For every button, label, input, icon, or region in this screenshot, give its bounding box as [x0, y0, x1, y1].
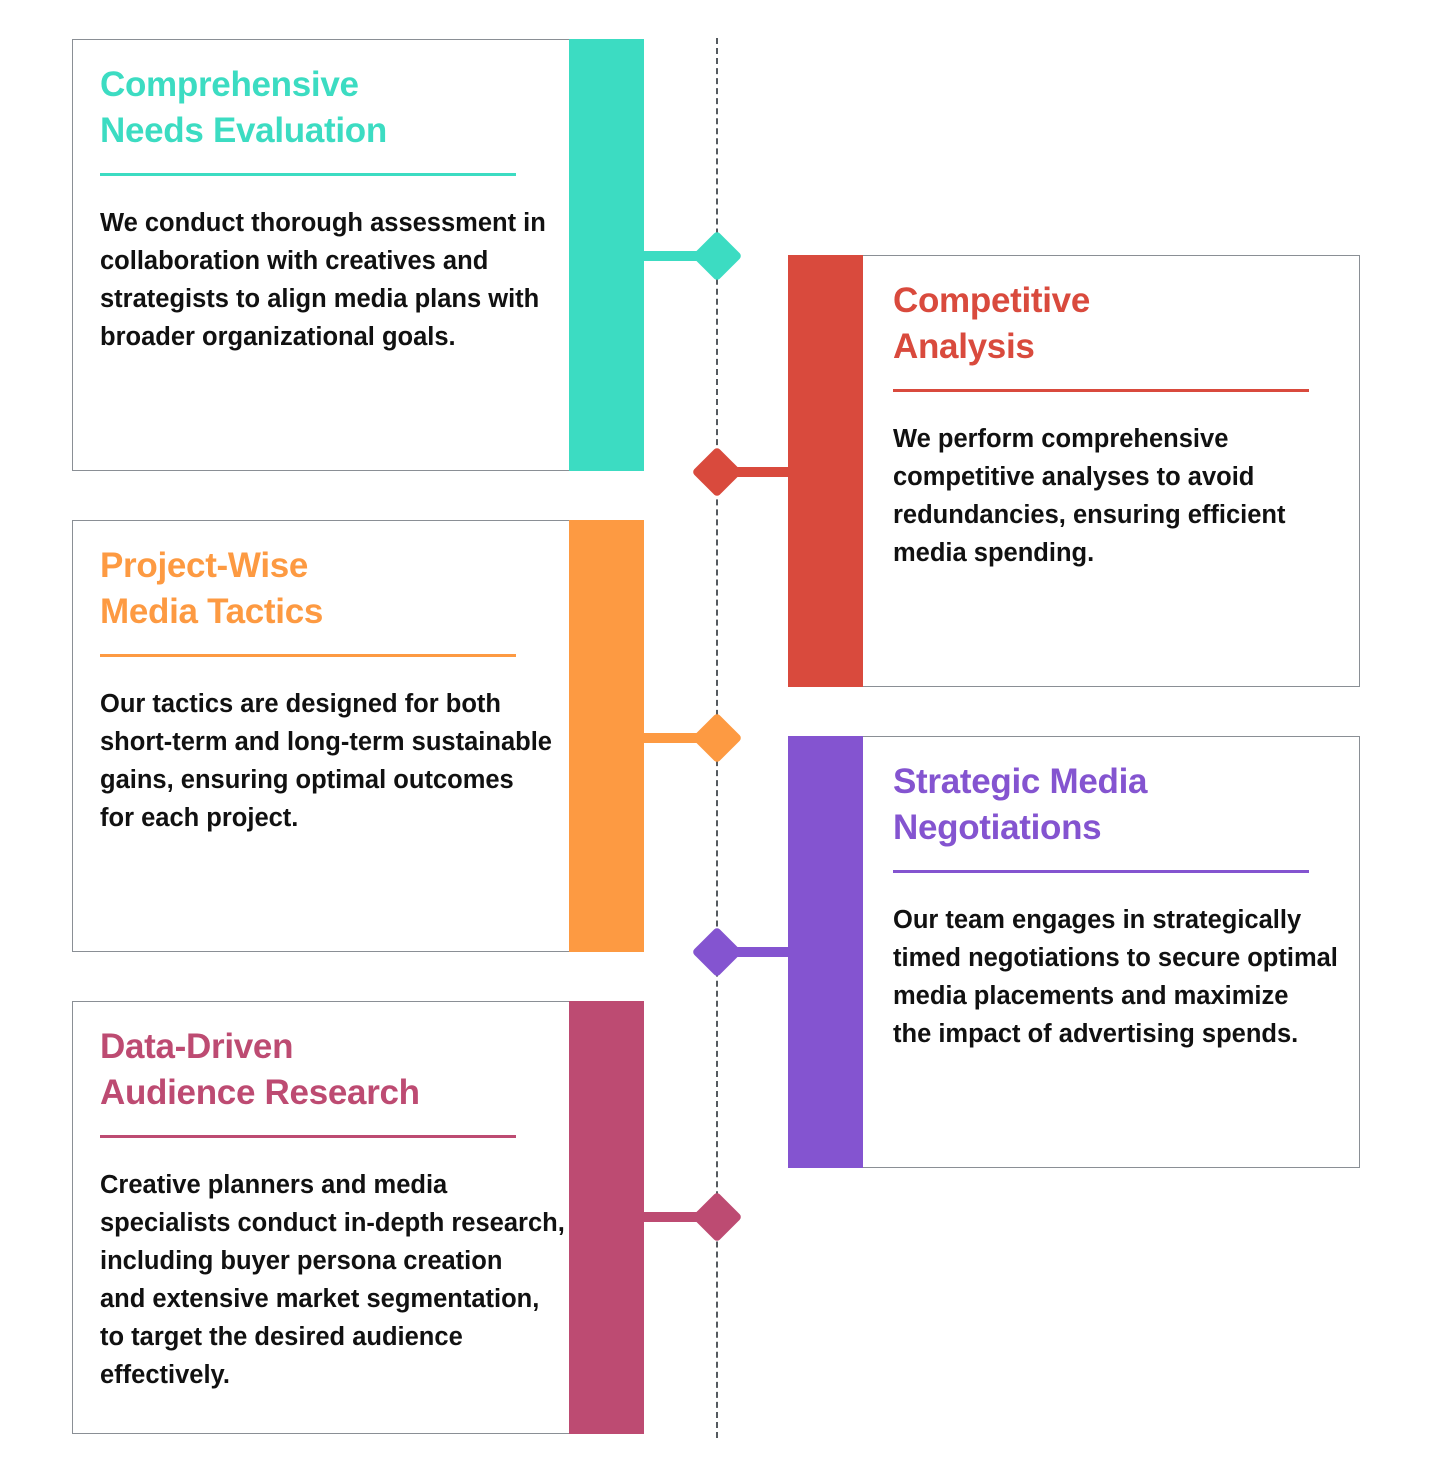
- step-card-competitive-analysis: Competitive Analysis We perform comprehe…: [788, 255, 1360, 687]
- timeline-marker-diamond: [691, 712, 743, 764]
- card-accent-bar: [788, 736, 863, 1168]
- title-divider: [100, 654, 516, 657]
- step-description: We conduct thorough assessment in collab…: [100, 209, 546, 351]
- card-accent-bar: [569, 520, 644, 952]
- step-description: Our tactics are designed for both short-…: [100, 690, 552, 832]
- step-description: We perform comprehensive competitive ana…: [893, 425, 1286, 567]
- step-description: Creative planners and media specialists …: [100, 1171, 565, 1389]
- connector-line: [717, 467, 790, 477]
- connector-line: [717, 947, 790, 957]
- step-title: Comprehensive Needs Evaluation: [100, 65, 387, 150]
- card-accent-bar: [569, 39, 644, 471]
- title-divider: [100, 173, 516, 176]
- timeline-marker-diamond: [691, 230, 743, 282]
- step-title: Data-Driven Audience Research: [100, 1027, 420, 1112]
- timeline-marker-diamond: [691, 446, 743, 498]
- timeline-marker-diamond: [691, 926, 743, 978]
- connector-line: [643, 733, 717, 743]
- step-title: Competitive Analysis: [893, 281, 1091, 366]
- title-divider: [100, 1135, 516, 1138]
- connector-line: [643, 251, 717, 261]
- step-title: Project-Wise Media Tactics: [100, 546, 324, 631]
- step-card-needs-evaluation: Comprehensive Needs Evaluation We conduc…: [72, 39, 644, 471]
- title-divider: [893, 870, 1309, 873]
- card-accent-bar: [788, 255, 863, 687]
- title-divider: [893, 389, 1309, 392]
- timeline-marker-diamond: [691, 1191, 743, 1243]
- connector-line: [643, 1212, 717, 1222]
- step-title: Strategic Media Negotiations: [893, 762, 1148, 847]
- step-description: Our team engages in strategically timed …: [893, 906, 1338, 1048]
- step-card-audience-research: Data-Driven Audience Research Creative p…: [72, 1001, 644, 1434]
- card-accent-bar: [569, 1001, 644, 1434]
- step-card-media-tactics: Project-Wise Media Tactics Our tactics a…: [72, 520, 644, 952]
- step-card-media-negotiations: Strategic Media Negotiations Our team en…: [788, 736, 1360, 1168]
